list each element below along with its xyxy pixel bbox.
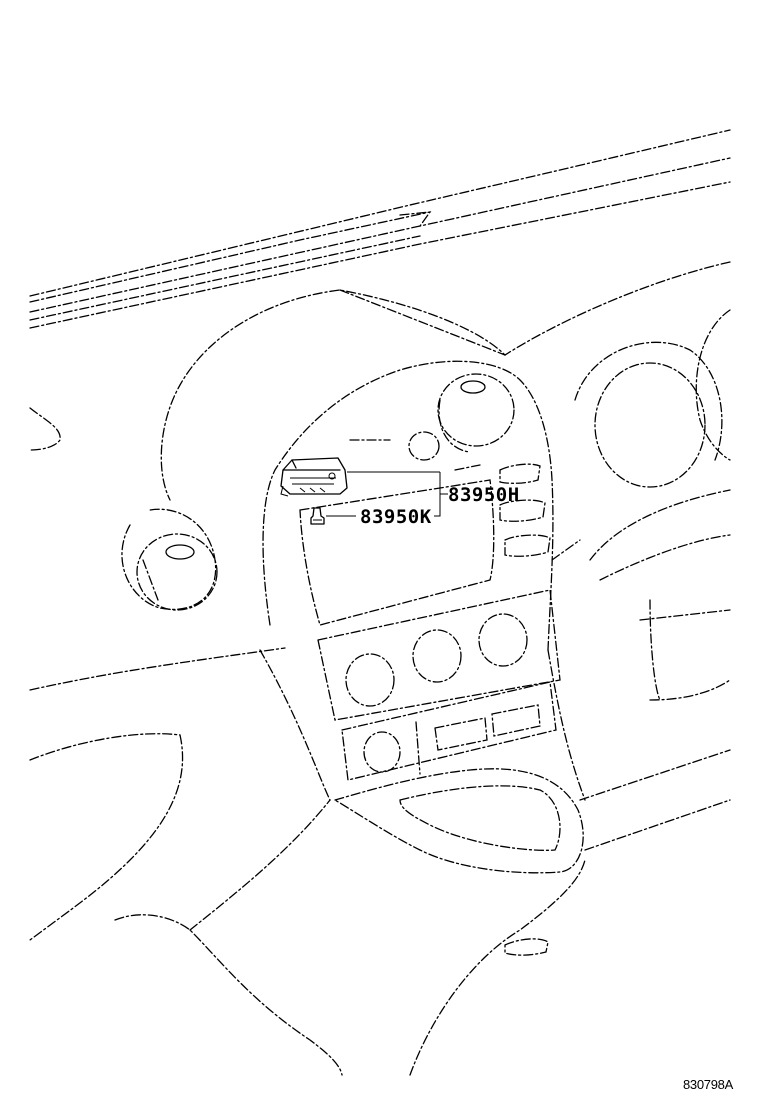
display-screen xyxy=(299,439,495,626)
dashboard-top-contour xyxy=(29,261,731,501)
switch-unit-83950h xyxy=(280,457,348,497)
climate-knobs xyxy=(317,589,561,721)
left-air-vent xyxy=(121,508,218,611)
side-buttons xyxy=(499,463,551,557)
lower-switch-panel xyxy=(341,681,557,781)
bulb-83950k xyxy=(310,507,325,525)
lower-dashboard-lines xyxy=(29,609,731,1076)
leader-lines xyxy=(326,471,448,517)
shift-console xyxy=(333,768,584,874)
illustration-code: 830798A xyxy=(683,1077,734,1092)
callout-label-83950k: 83950K xyxy=(360,506,432,528)
windshield-edge-lines xyxy=(29,129,731,329)
center-console-outline xyxy=(259,360,586,801)
instrument-cluster xyxy=(574,309,731,701)
center-air-vent xyxy=(408,373,515,461)
callout-label-83950h: 83950H xyxy=(448,484,520,506)
